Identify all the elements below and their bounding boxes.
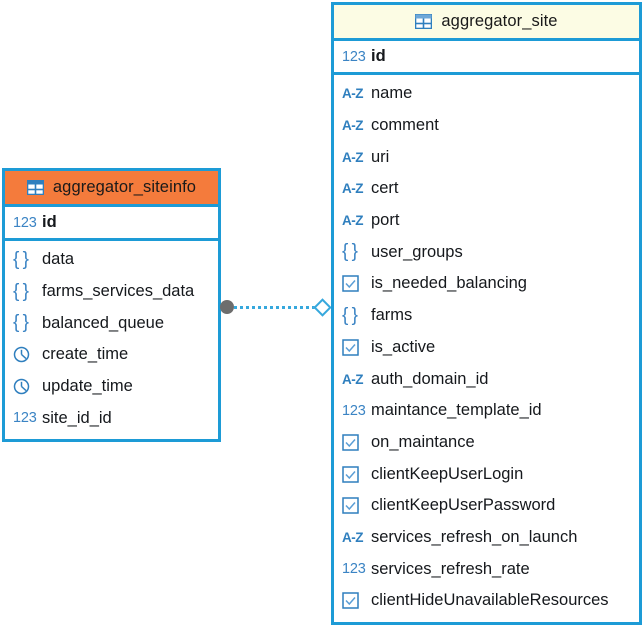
clock-icon <box>13 347 30 363</box>
text-icon: A-Z <box>342 371 364 387</box>
field-name: clientKeepUserLogin <box>371 464 524 483</box>
checkbox-icon <box>342 339 359 356</box>
clock-icon-wrap <box>13 378 39 395</box>
field-name: is_needed_balancing <box>371 274 527 293</box>
clock-icon <box>13 378 30 395</box>
table-grid-icon <box>415 14 433 29</box>
relationship-aggregator-siteinfo-to-aggregator-site[interactable] <box>218 294 334 322</box>
table-grid-icon <box>26 180 44 195</box>
field-row-name[interactable]: A-Z name <box>334 78 639 110</box>
field-row-port[interactable]: A-Z port <box>334 205 639 237</box>
field-row-auth-domain-id[interactable]: A-Z auth_domain_id <box>334 363 639 395</box>
checkbox-icon-wrap <box>342 339 368 356</box>
field-name: farms <box>371 306 413 325</box>
text-icon: A-Z <box>342 118 364 134</box>
field-name: cert <box>371 179 399 198</box>
field-name: user_groups <box>371 242 463 261</box>
entity-header-aggregator-siteinfo[interactable]: aggregator_siteinfo <box>5 171 218 207</box>
field-row-primary-key[interactable]: 123 id <box>5 207 218 241</box>
field-name: uri <box>371 147 390 166</box>
checkbox-icon-wrap <box>342 497 368 515</box>
checkbox-icon <box>342 592 359 610</box>
field-row-clienthideunavailableresources[interactable]: clientHideUnavailableResources <box>334 585 639 617</box>
number-icon: 123 <box>13 214 37 231</box>
field-name: clientHideUnavailableResources <box>371 591 609 610</box>
entity-aggregator-site[interactable]: aggregator_site 123 id A-Z name A-Z comm… <box>331 2 642 625</box>
checkbox-icon <box>342 434 359 451</box>
field-name: on_maintance <box>371 432 475 451</box>
field-row-services-refresh-on-launch[interactable]: A-Z services_refresh_on_launch <box>334 522 639 554</box>
json-icon: { } <box>13 248 29 270</box>
field-name: comment <box>371 116 439 135</box>
text-icon: A-Z <box>342 213 364 229</box>
json-icon: { } <box>13 280 29 302</box>
field-name: name <box>371 84 413 103</box>
number-icon: 123 <box>342 402 366 419</box>
number-icon: 123 <box>13 410 37 427</box>
field-row-clientkeepuserpassword[interactable]: clientKeepUserPassword <box>334 490 639 522</box>
entity-title: aggregator_siteinfo <box>52 178 197 196</box>
field-row-cert[interactable]: A-Z cert <box>334 173 639 205</box>
checkbox-icon <box>342 497 359 515</box>
field-row-on-maintance[interactable]: on_maintance <box>334 427 639 459</box>
field-name: id <box>371 47 386 65</box>
checkbox-icon <box>342 465 359 483</box>
field-name: is_active <box>371 337 436 356</box>
entity-title: aggregator_site <box>441 12 558 30</box>
field-name: update_time <box>42 377 133 396</box>
field-name: services_refresh_rate <box>371 559 530 578</box>
field-name: site_id_id <box>42 408 112 427</box>
json-icon: { } <box>13 312 29 334</box>
json-icon: { } <box>342 304 358 326</box>
checkbox-icon-wrap <box>342 465 368 483</box>
checkbox-icon-wrap <box>342 275 368 293</box>
field-row-is-needed-balancing[interactable]: is_needed_balancing <box>334 268 639 300</box>
field-row-data[interactable]: { } data <box>5 244 218 276</box>
field-name: clientKeepUserPassword <box>371 496 556 515</box>
checkbox-icon-wrap <box>342 434 368 451</box>
field-row-update-time[interactable]: update_time <box>5 371 218 403</box>
field-name: data <box>42 250 75 269</box>
field-row-create-time[interactable]: create_time <box>5 339 218 371</box>
checkbox-icon <box>342 275 359 293</box>
text-icon: A-Z <box>342 181 364 197</box>
text-icon: A-Z <box>342 529 364 545</box>
field-row-balanced-queue[interactable]: { } balanced_queue <box>5 307 218 339</box>
field-row-farms-services-data[interactable]: { } farms_services_data <box>5 276 218 308</box>
field-row-services-refresh-rate[interactable]: 123 services_refresh_rate <box>334 553 639 585</box>
entity-header-aggregator-site[interactable]: aggregator_site <box>334 5 639 41</box>
field-row-clientkeepuserlogin[interactable]: clientKeepUserLogin <box>334 458 639 490</box>
field-row-farms[interactable]: { } farms <box>334 300 639 332</box>
field-name: farms_services_data <box>42 282 195 301</box>
clock-icon-wrap <box>13 346 39 363</box>
field-name: auth_domain_id <box>371 369 489 388</box>
field-row-maintance-template-id[interactable]: 123 maintance_template_id <box>334 395 639 427</box>
field-list: { } data { } farms_services_data { } bal… <box>5 241 218 439</box>
field-row-is-active[interactable]: is_active <box>334 332 639 364</box>
field-name: maintance_template_id <box>371 401 542 420</box>
field-name: services_refresh_on_launch <box>371 527 578 546</box>
relationship-line <box>234 305 320 309</box>
field-name: create_time <box>42 345 129 364</box>
checkbox-icon-wrap <box>342 592 368 610</box>
relationship-target-marker-open-diamond <box>313 297 332 317</box>
entity-aggregator-siteinfo[interactable]: aggregator_siteinfo 123 id { } data { } … <box>2 168 221 443</box>
field-name: id <box>42 213 57 231</box>
number-icon: 123 <box>342 561 366 578</box>
field-row-comment[interactable]: A-Z comment <box>334 110 639 142</box>
number-icon: 123 <box>342 48 366 65</box>
text-icon: A-Z <box>342 149 364 165</box>
field-name: port <box>371 211 400 230</box>
field-row-primary-key[interactable]: 123 id <box>334 41 639 75</box>
field-name: balanced_queue <box>42 313 165 332</box>
text-icon: A-Z <box>342 86 364 102</box>
field-row-site-id-id[interactable]: 123 site_id_id <box>5 402 218 434</box>
relationship-source-marker-filled-circle <box>220 300 234 314</box>
field-list: A-Z name A-Z comment A-Z uri A-Z cert A-… <box>334 75 639 622</box>
field-row-uri[interactable]: A-Z uri <box>334 141 639 173</box>
json-icon: { } <box>342 241 358 263</box>
field-row-user-groups[interactable]: { } user_groups <box>334 236 639 268</box>
